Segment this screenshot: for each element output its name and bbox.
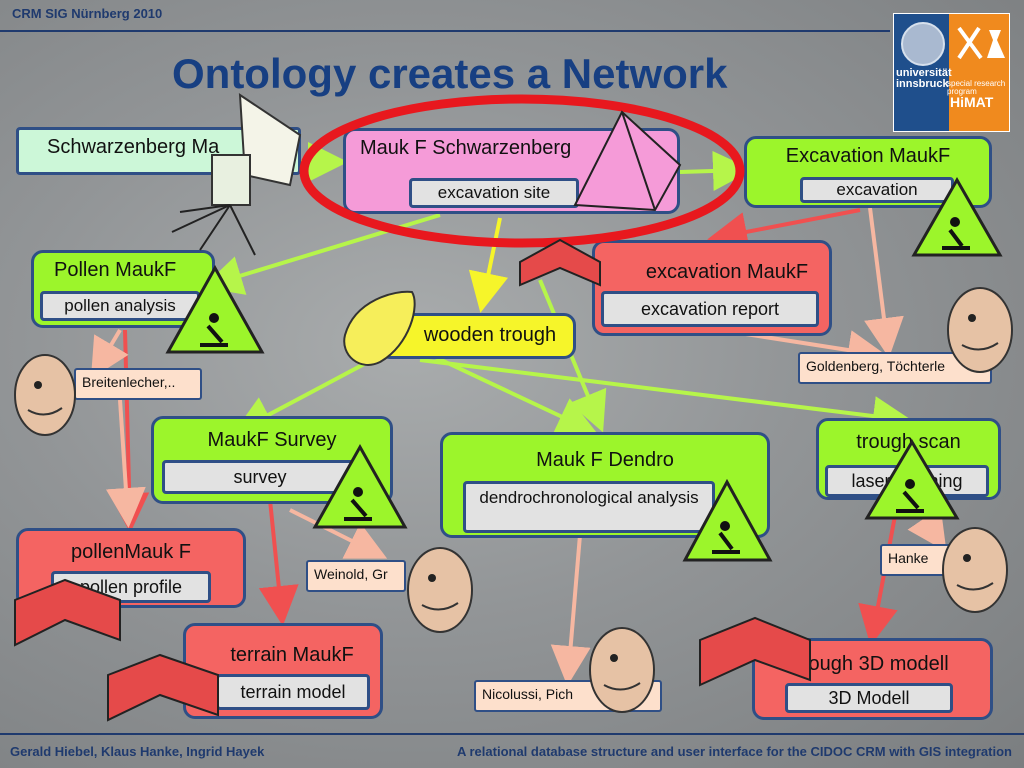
node-subtitle: excavation site	[409, 178, 579, 208]
himat-mascot-icon	[171, 93, 302, 256]
node-subtitle: 3D Modell	[785, 683, 953, 713]
construction-sign-icon	[312, 443, 408, 529]
node-title: trough 3D modell	[796, 653, 949, 675]
book-icon	[107, 653, 219, 722]
person-weinold[interactable]: Weinold, Gr	[306, 560, 406, 592]
node-title: pollenMauk F	[70, 541, 192, 563]
node-title: Pollen MaukF	[54, 259, 177, 281]
construction-sign-icon	[864, 439, 960, 520]
connector-line	[90, 328, 129, 379]
connector-line	[550, 534, 591, 686]
scholar-face-icon	[407, 547, 473, 633]
node-title: terrain MaukF	[230, 644, 354, 666]
himat-logo: universität innsbruck special research p…	[893, 13, 1010, 132]
construction-sign-icon	[165, 264, 265, 354]
program-label: special research program	[947, 79, 1006, 96]
node-survey[interactable]: MaukF Survey survey	[151, 416, 393, 504]
node-subtitle: dendrochronological analysis	[463, 481, 715, 533]
construction-sign-icon	[911, 176, 1003, 257]
node-title: Mauk F Dendro	[536, 449, 674, 471]
node-title: Excavation MaukF	[785, 145, 951, 167]
connector-line	[679, 150, 753, 191]
footer-rule	[0, 733, 1024, 735]
footer-paper-title: A relational database structure and user…	[456, 744, 1012, 759]
slide-title: Ontology creates a Network	[172, 50, 728, 97]
header-rule	[0, 30, 890, 32]
tools-icon	[957, 26, 1005, 60]
university-name: universität innsbruck	[896, 67, 952, 90]
program-name: HiMAT	[950, 94, 994, 110]
connector-line	[258, 499, 299, 626]
node-title: Schwarzenberg Ma	[47, 136, 220, 158]
connector-line	[289, 508, 388, 559]
node-title: wooden trough	[423, 324, 557, 346]
connector-line	[707, 208, 861, 252]
scholar-face-icon	[14, 354, 76, 436]
node-pollen-mauk[interactable]: Pollen MaukF pollen analysis	[31, 250, 215, 328]
book-icon	[699, 616, 811, 687]
connector-line	[105, 399, 146, 528]
conference-label: CRM SIG Nürnberg 2010	[12, 6, 163, 21]
node-subtitle: pollen analysis	[40, 291, 200, 321]
person-breitenlecher[interactable]: Breitenlecher,..	[74, 368, 202, 400]
footer-authors: Gerald Hiebel, Klaus Hanke, Ingrid Hayek	[10, 744, 265, 759]
construction-sign-icon	[682, 478, 773, 562]
book-icon	[14, 578, 121, 647]
node-title: Mauk F Schwarzenberg	[360, 137, 572, 159]
wooden-trough-icon	[343, 290, 416, 366]
node-excavation-report[interactable]: excavation MaukF excavation report	[592, 240, 832, 336]
node-subtitle: terrain model	[216, 674, 370, 710]
scholar-face-icon	[942, 527, 1008, 613]
node-subtitle: excavation report	[601, 291, 819, 327]
university-seal-icon	[901, 22, 945, 66]
pyramid-icon	[573, 110, 682, 212]
connector-line	[864, 207, 904, 358]
node-title: MaukF Survey	[207, 429, 337, 451]
scholar-face-icon	[589, 627, 655, 713]
node-title: excavation MaukF	[645, 261, 809, 283]
node-subtitle: excavation	[800, 177, 954, 203]
node-wooden-trough[interactable]: wooden trough	[378, 313, 576, 359]
connector-line	[419, 358, 913, 436]
node-title: trough scan	[856, 431, 961, 453]
book-icon	[519, 238, 601, 287]
connector-line	[468, 217, 509, 313]
highlight-ellipse	[299, 94, 745, 248]
scholar-face-icon	[947, 287, 1013, 373]
